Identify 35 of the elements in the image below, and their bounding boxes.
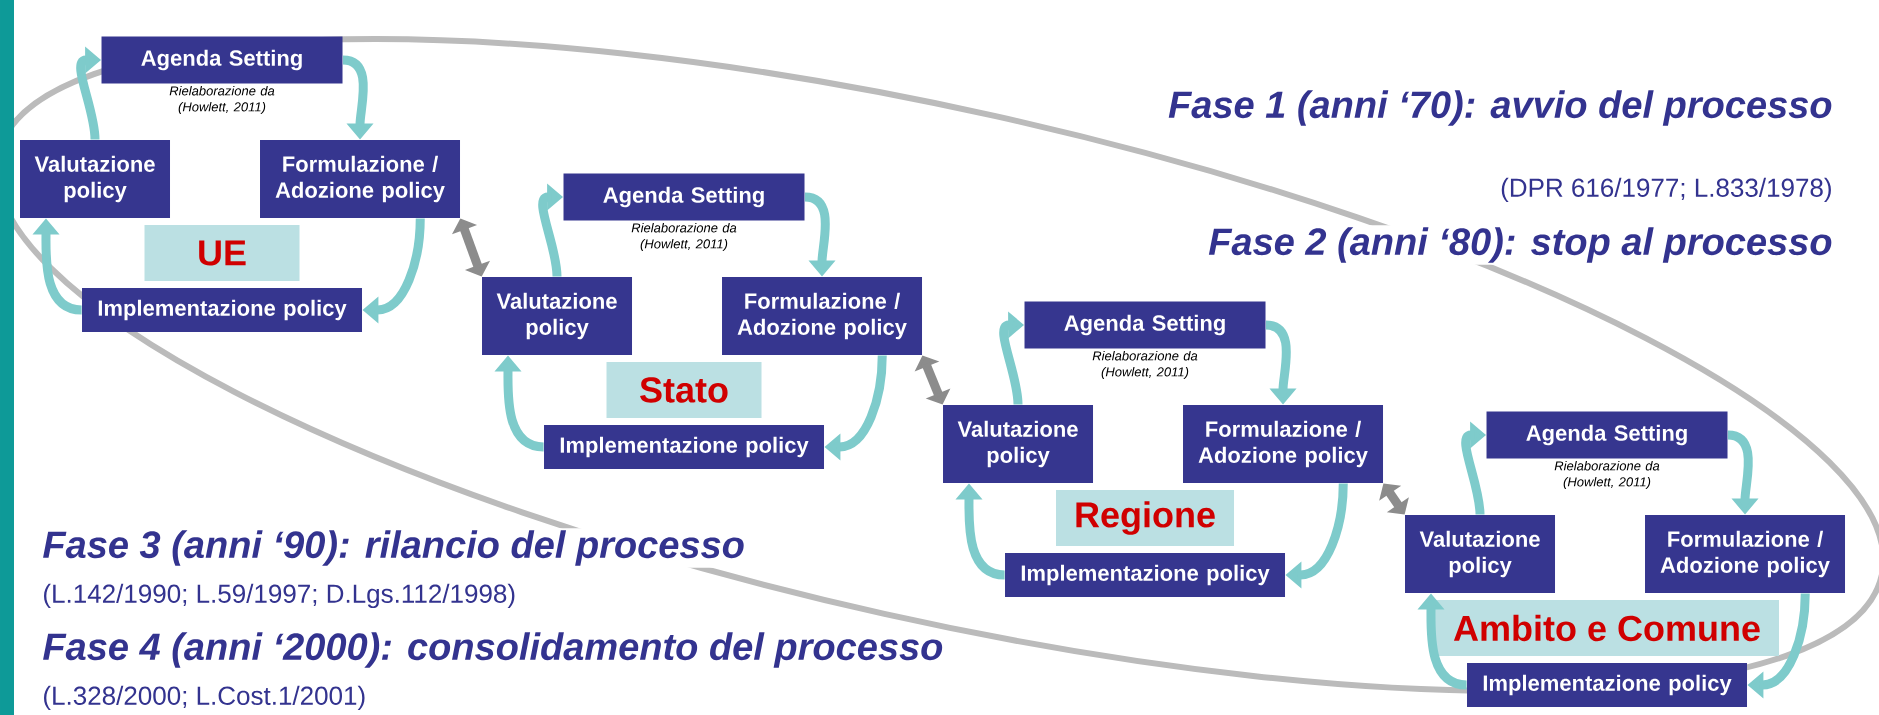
phase-title: Fase 3 (anni ‘90): rilancio del processo: [40, 528, 747, 568]
side-bar: [0, 0, 14, 715]
stage-box: Valutazione policy: [482, 277, 632, 355]
stage-box: Agenda Setting: [1024, 301, 1266, 349]
stage-box: Implementazione policy: [544, 425, 824, 469]
stage-box: Agenda Setting: [101, 36, 343, 84]
stage-box: Formulazione / Adozione policy: [1183, 405, 1383, 483]
stage-box: Agenda Setting: [563, 173, 805, 221]
stage-box: Implementazione policy: [1467, 663, 1747, 707]
stage-box: Valutazione policy: [943, 405, 1093, 483]
law-references: (DPR 616/1977; L.833/1978): [1498, 175, 1835, 205]
phase-title: Fase 2 (anni ‘80): stop al processo: [1206, 225, 1835, 265]
stage-box: Agenda Setting: [1486, 411, 1728, 459]
stage-box: Formulazione / Adozione policy: [722, 277, 922, 355]
stage-box: Valutazione policy: [1405, 515, 1555, 593]
law-references: (L.142/1990; L.59/1997; D.Lgs.112/1998): [40, 581, 519, 611]
level-label: Ambito e Comune: [1435, 600, 1779, 656]
double-arrow: [1379, 483, 1409, 515]
law-references: (L.328/2000; L.Cost.1/2001): [40, 683, 369, 713]
stage-box: Implementazione policy: [1005, 553, 1285, 597]
level-label: Regione: [1056, 490, 1234, 546]
stage-box: Valutazione policy: [20, 140, 170, 218]
stage-box: Formulazione / Adozione policy: [260, 140, 460, 218]
level-label: UE: [144, 225, 300, 281]
source-note: Rielaborazione da (Howlett, 2011): [620, 220, 748, 254]
level-label: Stato: [606, 362, 762, 418]
double-arrow: [452, 218, 491, 277]
source-note: Rielaborazione da (Howlett, 2011): [1543, 458, 1671, 492]
source-note: Rielaborazione da (Howlett, 2011): [158, 83, 286, 117]
source-note: Rielaborazione da (Howlett, 2011): [1081, 348, 1209, 382]
stage-box: Implementazione policy: [82, 288, 362, 332]
double-arrow: [914, 355, 951, 405]
phase-title: Fase 4 (anni ‘2000): consolidamento del processo: [40, 630, 946, 670]
stage-box: Formulazione / Adozione policy: [1645, 515, 1845, 593]
phase-title: Fase 1 (anni ‘70): avvio del processo: [1166, 88, 1835, 128]
